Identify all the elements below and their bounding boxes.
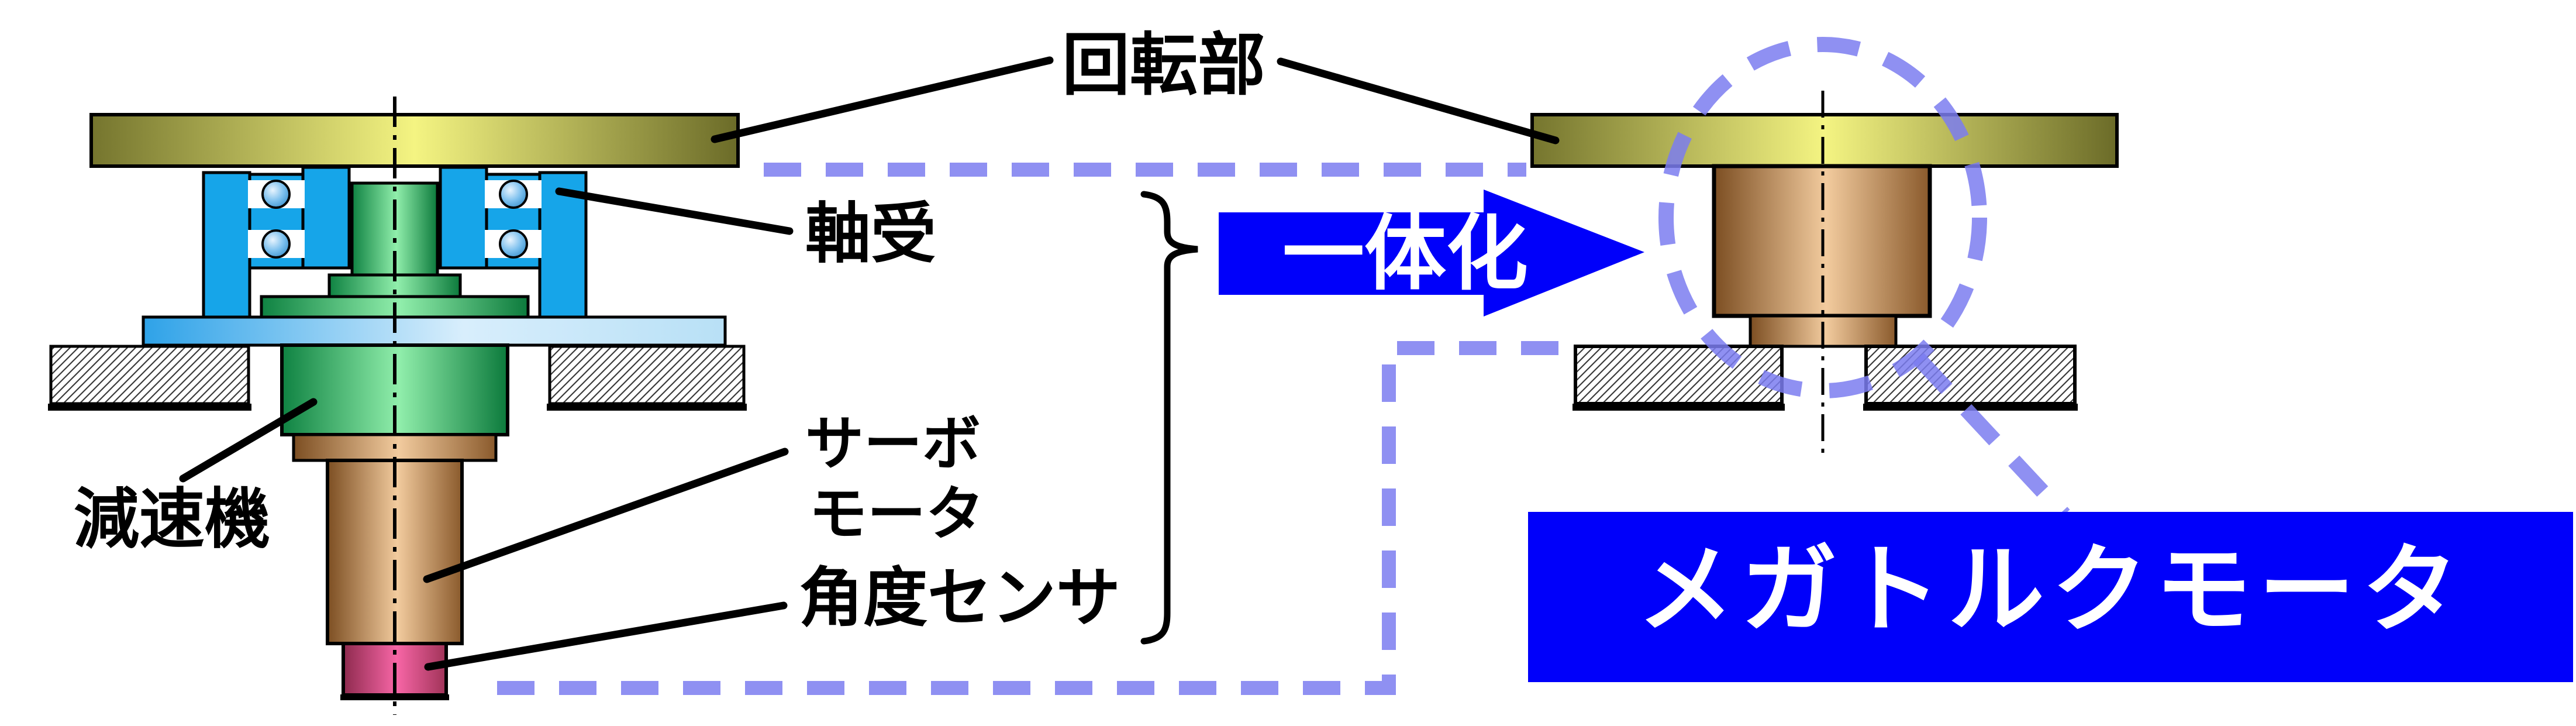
bearing-ball xyxy=(499,180,528,209)
integration-arrow xyxy=(1219,190,1644,316)
leader-angle-sensor xyxy=(424,601,788,671)
left-bearing-assembly xyxy=(202,166,588,319)
label-servo-motor-line2: モータ xyxy=(809,481,984,547)
label-reducer: 減速機 xyxy=(74,483,270,556)
right-rotating-disc xyxy=(1530,113,2119,168)
label-angle-sensor: 角度センサ xyxy=(799,562,1120,634)
label-servo-motor-line1: サーボ xyxy=(805,411,981,477)
dashed-guides xyxy=(497,37,2070,695)
leader-rotating-part-right xyxy=(1277,57,1560,144)
left-mounting-plate xyxy=(142,315,727,347)
bearing-ball xyxy=(261,180,291,209)
right-assembly xyxy=(1530,91,2119,455)
label-bearing: 軸受 xyxy=(805,197,936,270)
highlight-ellipse xyxy=(1658,37,1987,398)
left-assembly xyxy=(48,97,747,715)
right-base-left xyxy=(1574,345,1784,405)
megatorque-banner-label: メガトルクモータ xyxy=(1637,536,2465,644)
bearing-outer-bar-left xyxy=(202,171,251,319)
bearing-ball xyxy=(499,229,528,259)
left-base-left xyxy=(49,345,250,405)
integration-arrow-label: 一体化 xyxy=(1282,208,1528,300)
left-machine-base xyxy=(48,345,747,411)
bearing-inner-bar-right xyxy=(439,166,488,270)
left-rotating-disc xyxy=(89,113,740,168)
leader-reducer xyxy=(179,398,318,483)
ellipse-callout-tail xyxy=(1912,353,2070,520)
megatorque-banner xyxy=(1528,512,2573,682)
leader-servo-motor xyxy=(423,448,789,583)
leader-bearing xyxy=(555,187,794,235)
right-base-right xyxy=(1864,345,2077,405)
leader-rotating-part-left xyxy=(711,56,1054,143)
left-base-right xyxy=(548,345,746,405)
right-machine-base xyxy=(1573,345,2078,411)
leader-lines xyxy=(179,56,1560,671)
label-rotating-part: 回転部 xyxy=(1062,27,1265,103)
bearing-ball xyxy=(261,229,291,259)
grouping-brace xyxy=(1140,191,1198,645)
dashed-line-sensor-route xyxy=(497,341,1573,695)
bearing-inner-bar-left xyxy=(301,166,351,270)
